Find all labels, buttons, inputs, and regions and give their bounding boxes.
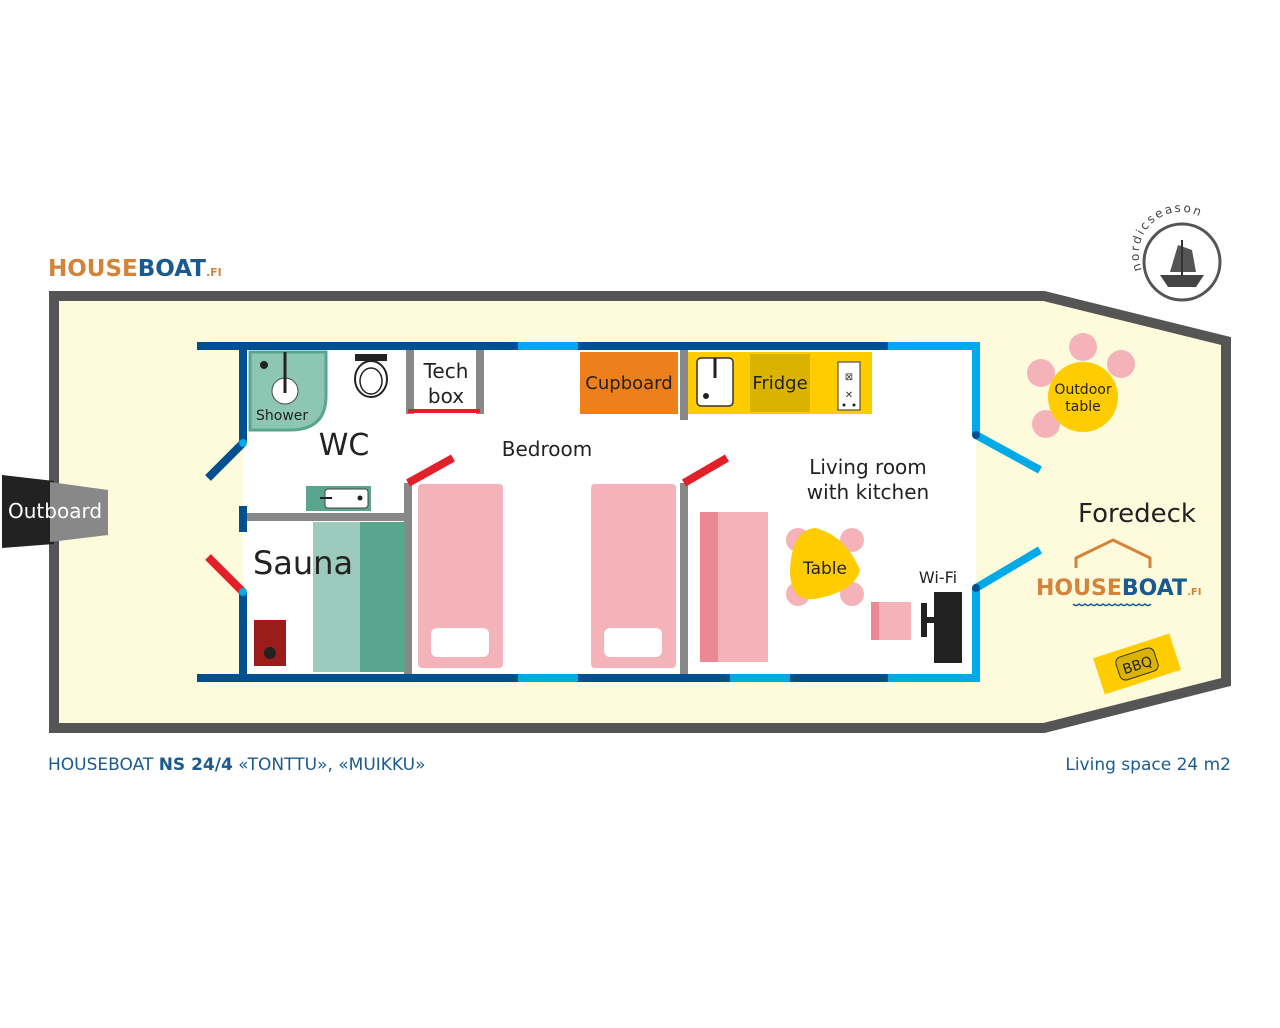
outboard-motor: Outboard xyxy=(2,475,108,548)
cupboard-label: Cupboard xyxy=(585,373,672,394)
toilet-icon xyxy=(354,354,388,398)
outdoor-table-label: Outdoor xyxy=(1054,382,1111,398)
kitchen-sink-icon xyxy=(696,357,734,407)
foredeck-door-bottom[interactable] xyxy=(973,546,1043,592)
wc-outer-door[interactable] xyxy=(205,440,246,481)
brand-logo-top: HOUSEBOAT.FI xyxy=(48,256,222,282)
model-title: HOUSEBOAT NS 24/4 «TONTTU», «MUIKKU» xyxy=(48,755,425,775)
svg-text:HOUSEBOAT.FI: HOUSEBOAT.FI xyxy=(1036,576,1201,601)
tech-box-label: Tech xyxy=(423,359,469,383)
bed-right xyxy=(591,484,676,668)
foredeck-label: Foredeck xyxy=(1078,499,1196,529)
dining-table: Table xyxy=(786,528,864,606)
brand-logo-deck: HOUSEBOAT.FI xyxy=(1036,538,1201,607)
fridge xyxy=(750,354,810,412)
sauna-bench-lower xyxy=(313,522,360,672)
foredeck-door-top[interactable] xyxy=(974,431,1042,474)
bbq-grill: BBQ xyxy=(1093,633,1181,695)
sauna-label: Sauna xyxy=(253,544,353,582)
nordicseason-logo: nordicseason xyxy=(1128,201,1222,302)
fridge-label: Fridge xyxy=(752,373,807,394)
shower: Shower xyxy=(248,350,328,432)
tech-box-label-2: box xyxy=(428,384,464,408)
sauna-outer-door[interactable] xyxy=(205,554,246,595)
interior-walls xyxy=(247,350,688,674)
chair xyxy=(871,602,911,640)
shower-label: Shower xyxy=(256,408,308,424)
table-label: Table xyxy=(802,559,847,579)
sauna-heater-icon xyxy=(254,620,286,666)
stove-icon: ⊠ ✕ xyxy=(837,361,861,411)
outdoor-table: Outdoor table xyxy=(1027,333,1135,438)
svg-text:✕: ✕ xyxy=(845,390,853,401)
bedroom-door[interactable] xyxy=(406,454,455,487)
living-space-label: Living space 24 m2 xyxy=(1065,755,1231,775)
bedroom-label: Bedroom xyxy=(502,437,592,461)
svg-text:⊠: ⊠ xyxy=(845,372,853,383)
wifi-tv-unit xyxy=(921,592,962,663)
living-room-label: Living room xyxy=(809,455,927,479)
outdoor-table-label-2: table xyxy=(1065,399,1100,415)
living-room-label-2: with kitchen xyxy=(807,480,929,504)
sofa xyxy=(700,512,768,662)
outboard-label: Outboard xyxy=(8,499,102,523)
wifi-label: Wi-Fi xyxy=(919,568,957,587)
wc-label: WC xyxy=(319,428,370,463)
sauna-bench-upper xyxy=(360,522,405,672)
living-room-door[interactable] xyxy=(681,454,730,487)
cupboard xyxy=(580,352,678,414)
wash-basin-icon xyxy=(306,486,371,511)
bed-left xyxy=(418,484,503,668)
cabin-walls xyxy=(197,342,980,682)
